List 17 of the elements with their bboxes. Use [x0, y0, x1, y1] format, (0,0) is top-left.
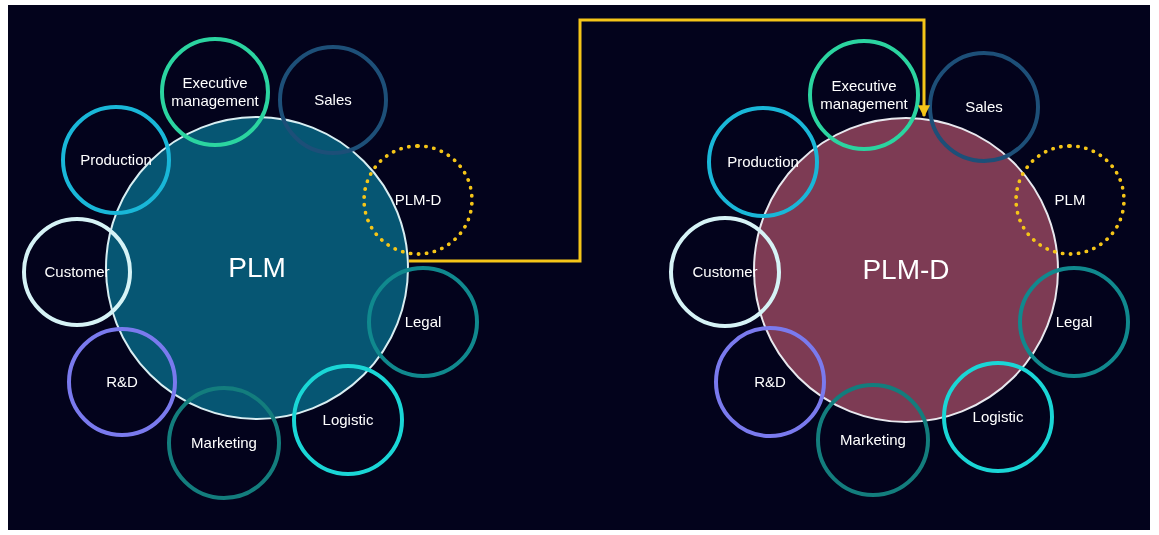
department-circle: Sales — [928, 51, 1040, 163]
department-circle: Executive management — [160, 37, 270, 147]
department-circle: Logistic — [292, 364, 404, 476]
department-circle: Production — [61, 105, 171, 215]
department-circle: Marketing — [816, 383, 930, 497]
department-circle: PLM-D — [362, 144, 474, 256]
department-circle: Legal — [367, 266, 479, 378]
department-circle: Executive management — [808, 39, 920, 151]
department-circle: Logistic — [942, 361, 1054, 473]
department-circle: R&D — [714, 326, 826, 438]
arrow — [408, 18, 930, 263]
department-circle: Production — [707, 106, 819, 218]
department-circle: R&D — [67, 327, 177, 437]
department-circle: Sales — [278, 45, 388, 155]
department-circle: Legal — [1018, 266, 1130, 378]
department-circle: PLM — [1014, 144, 1126, 256]
department-circle: Marketing — [167, 386, 281, 500]
